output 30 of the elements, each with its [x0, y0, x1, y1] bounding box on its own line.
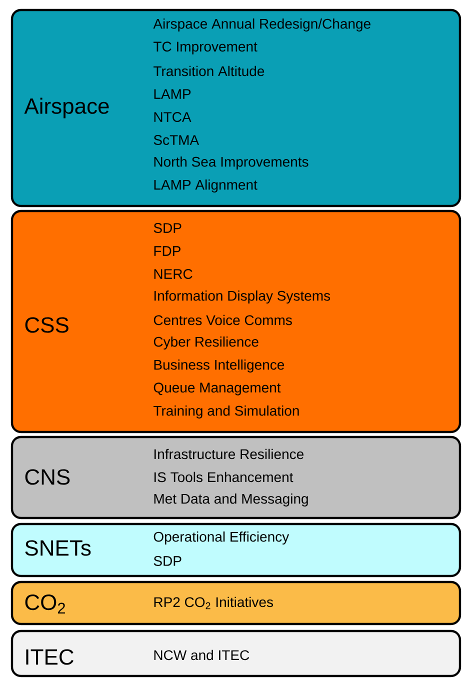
category-heading: CNS [25, 469, 70, 485]
list-item: LAMP [154, 89, 191, 99]
list-item: North Sea Improvements [154, 156, 308, 170]
list-item: SDP [154, 223, 182, 233]
list-item: ScTMA [154, 135, 200, 145]
category-heading: Airspace [24, 98, 109, 118]
list-item: Transition Altitude [154, 66, 264, 76]
list-item: Business Intelligence [154, 359, 284, 373]
list-item: Operational Efficiency [154, 531, 290, 545]
list-item: NCW and ITEC [154, 650, 250, 660]
category-heading: ITEC [26, 649, 74, 665]
category-heading: CO$_{2}$ [25, 594, 65, 614]
list-item: Airspace Annual Redesign/Change [153, 18, 370, 32]
list-item: LAMP Alignment [154, 179, 258, 193]
list-item: Queue Management [154, 382, 281, 396]
list-item: Met Data and Messaging [154, 493, 308, 507]
list-item: TC Improvement [154, 42, 258, 54]
list-item: Cyber Resilience [154, 336, 258, 350]
list-item: Information Display Systems [154, 290, 330, 304]
list-item: RP2 CO$_{2}$ Initiatives [154, 596, 273, 610]
list-item: NERC [154, 269, 192, 279]
list-item: IS Tools Enhancement [154, 472, 294, 482]
list-item: FDP [154, 246, 180, 256]
list-item: SDP [154, 556, 182, 566]
list-item: Training and Simulation [154, 405, 299, 419]
category-heading: CSS [25, 317, 68, 333]
list-item: Infrastructure Resilience [154, 448, 304, 460]
category-heading: SNETs [25, 540, 91, 556]
list-item: NTCA [154, 112, 192, 122]
list-item: Centres Voice Comms [154, 314, 292, 326]
